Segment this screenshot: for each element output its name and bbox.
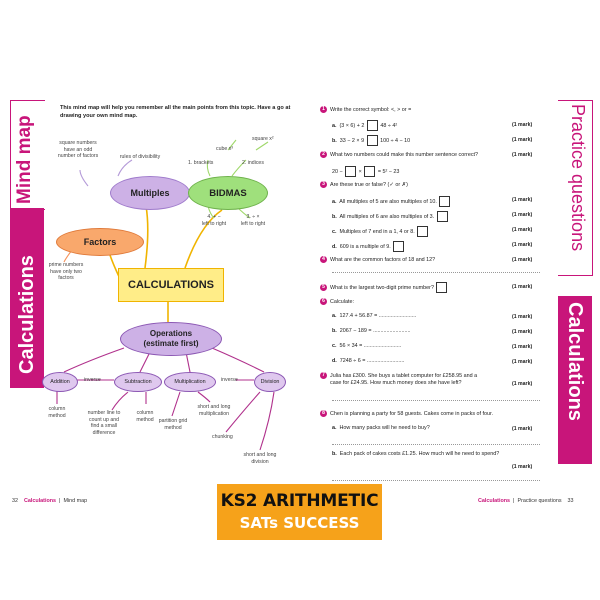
center-label: CALCULATIONS xyxy=(128,279,214,291)
mark-3a: (1 mark) xyxy=(512,197,533,203)
multiples-label: Multiples xyxy=(130,188,170,198)
bidmas-label: BIDMAS xyxy=(209,187,247,199)
question-3c: c. Multiples of 7 end in a 1, 4 or 8. xyxy=(332,226,429,237)
question-8b: b. Each pack of cakes costs £1.25. How m… xyxy=(332,451,500,457)
question-7-line2: case for £24.95. How much money does she… xyxy=(330,380,462,386)
prime-numbers-note: prime numbers have only two factors xyxy=(48,262,84,282)
bidmas-plus-minus: 4. + −left to right xyxy=(201,214,227,227)
mark-3c: (1 mark) xyxy=(512,227,533,233)
multiplication-note-long: short and long multiplication xyxy=(197,404,231,417)
factors-node: Factors xyxy=(56,228,144,256)
inverse-label-1: inverse xyxy=(84,377,101,383)
mark-6c: (1 mark) xyxy=(512,344,533,350)
bidmas-div-mult: 3. ÷ ×left to right xyxy=(240,214,266,227)
calculations-tab-right-label: Calculations xyxy=(564,302,586,421)
answer-box-1a[interactable] xyxy=(366,120,378,131)
multiplication-node: Multiplication xyxy=(164,372,216,392)
bidmas-brackets: 1. brackets xyxy=(188,160,214,166)
mark-6b: (1 mark) xyxy=(512,329,533,335)
divisibility-note: rules of divisibility xyxy=(119,154,161,160)
subtraction-note-number-line: number line to count up and find a small… xyxy=(87,410,121,436)
division-note-chunking: chunking xyxy=(212,434,233,440)
question-2-sentence: 20 − × = 5² − 23 xyxy=(332,166,399,177)
operations-node: Operations(estimate first) xyxy=(120,322,222,356)
question-1a: a. (3 × 6) + 2 48 ÷ 4² xyxy=(332,120,397,131)
answer-line-8b[interactable] xyxy=(332,480,540,481)
calculations-tab-right xyxy=(558,296,592,464)
answer-line-8a[interactable] xyxy=(332,444,540,445)
multiplication-note-grid: partition grid method xyxy=(158,418,188,431)
practice-questions-tab-label: Practice questions xyxy=(568,104,588,252)
operations-label: Operations(estimate first) xyxy=(143,329,199,348)
answer-line-7[interactable] xyxy=(332,400,540,401)
mark-8b: (1 mark) xyxy=(512,464,533,470)
mind-map-intro: This mind map will help you remember all… xyxy=(60,105,291,119)
answer-box-5[interactable] xyxy=(436,282,448,293)
answer-box-3b[interactable] xyxy=(436,211,448,222)
answer-box-2a[interactable] xyxy=(345,166,357,177)
subtraction-note-column: column method xyxy=(136,410,154,423)
question-6a: a. 127.4 + 56.87 = .....................… xyxy=(332,313,417,319)
answer-box-3c[interactable] xyxy=(417,226,429,237)
mark-5: (1 mark) xyxy=(512,284,533,290)
mark-1b: (1 mark) xyxy=(512,137,533,143)
answer-box-3a[interactable] xyxy=(439,196,451,207)
question-6b: b. 2067 − 189 = ........................… xyxy=(332,328,411,334)
mark-1a: (1 mark) xyxy=(512,122,533,128)
right-footer: Calculations | Practice questions 33 xyxy=(478,498,574,504)
mark-8a: (1 mark) xyxy=(512,426,533,432)
answer-box-2b[interactable] xyxy=(364,166,376,177)
mark-6a: (1 mark) xyxy=(512,314,533,320)
multiples-node: Multiples xyxy=(110,176,190,210)
mark-3d: (1 mark) xyxy=(512,242,533,248)
division-note-short-long: short and long division xyxy=(243,452,277,465)
mark-3b: (1 mark) xyxy=(512,212,533,218)
question-3a: a. All multiples of 5 are also multiples… xyxy=(332,196,451,207)
mind-map-tab xyxy=(10,100,45,210)
bidmas-cube: cube x³ xyxy=(216,146,234,152)
bidmas-square: square x² xyxy=(252,136,274,142)
question-3b: b. All multiples of 6 are also multiples… xyxy=(332,211,449,222)
question-6c: c. 56 × 34 = ......................... xyxy=(332,343,402,349)
subtraction-node: Subtraction xyxy=(114,372,162,392)
mark-2: (1 mark) xyxy=(512,152,533,158)
calculations-tab-left xyxy=(10,208,44,388)
practice-questions-tab xyxy=(558,100,593,276)
banner-line-2: SATs SUCCESS xyxy=(239,514,360,532)
calculations-center-node: CALCULATIONS xyxy=(118,268,224,302)
answer-box-1b[interactable] xyxy=(366,135,378,146)
factors-label: Factors xyxy=(83,237,117,247)
division-node: Division xyxy=(254,372,286,392)
bidmas-indices: 2. indices xyxy=(242,160,264,166)
question-8a: a. How many packs will he need to buy? xyxy=(332,425,430,431)
banner-line-1: KS2 ARITHMETIC xyxy=(220,491,379,511)
mark-4: (1 mark) xyxy=(512,257,533,263)
square-numbers-note: square numbers have an odd number of fac… xyxy=(57,140,99,160)
mark-6d: (1 mark) xyxy=(512,359,533,365)
mark-7: (1 mark) xyxy=(512,381,533,387)
addition-note: column method xyxy=(48,406,66,419)
bidmas-node: BIDMAS xyxy=(188,176,268,210)
question-3d: d. 609 is a multiple of 9. xyxy=(332,241,405,252)
answer-box-3d[interactable] xyxy=(393,241,405,252)
question-1b: b. 33 − 2 × 9 100 ÷ 4 − 10 xyxy=(332,135,410,146)
question-6d: d. 7248 ÷ 6 = ......................... xyxy=(332,358,405,364)
addition-node: Addition xyxy=(42,372,78,392)
book-title-banner: KS2 ARITHMETIC SATs SUCCESS xyxy=(217,484,382,540)
answer-line-4[interactable] xyxy=(332,272,540,273)
left-footer: 32 Calculations | Mind map xyxy=(12,498,88,504)
inverse-label-2: inverse xyxy=(221,377,238,383)
